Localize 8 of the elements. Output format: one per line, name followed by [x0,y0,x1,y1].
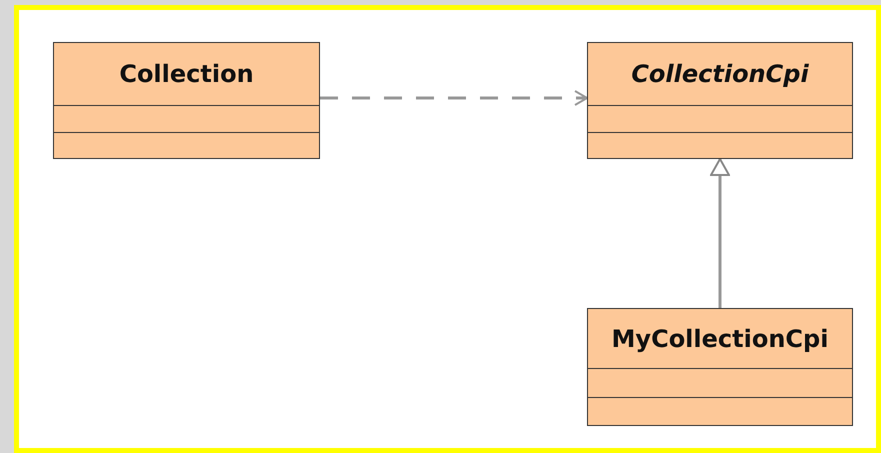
class-name: MyCollectionCpi [612,324,828,352]
class-box [587,308,853,426]
class-name: CollectionCpi [631,60,809,88]
inheritance-arrow [710,158,730,308]
class-box [587,42,853,159]
dependency-arrow [320,90,588,106]
class-box [53,42,320,159]
class-name: Collection [119,60,254,88]
